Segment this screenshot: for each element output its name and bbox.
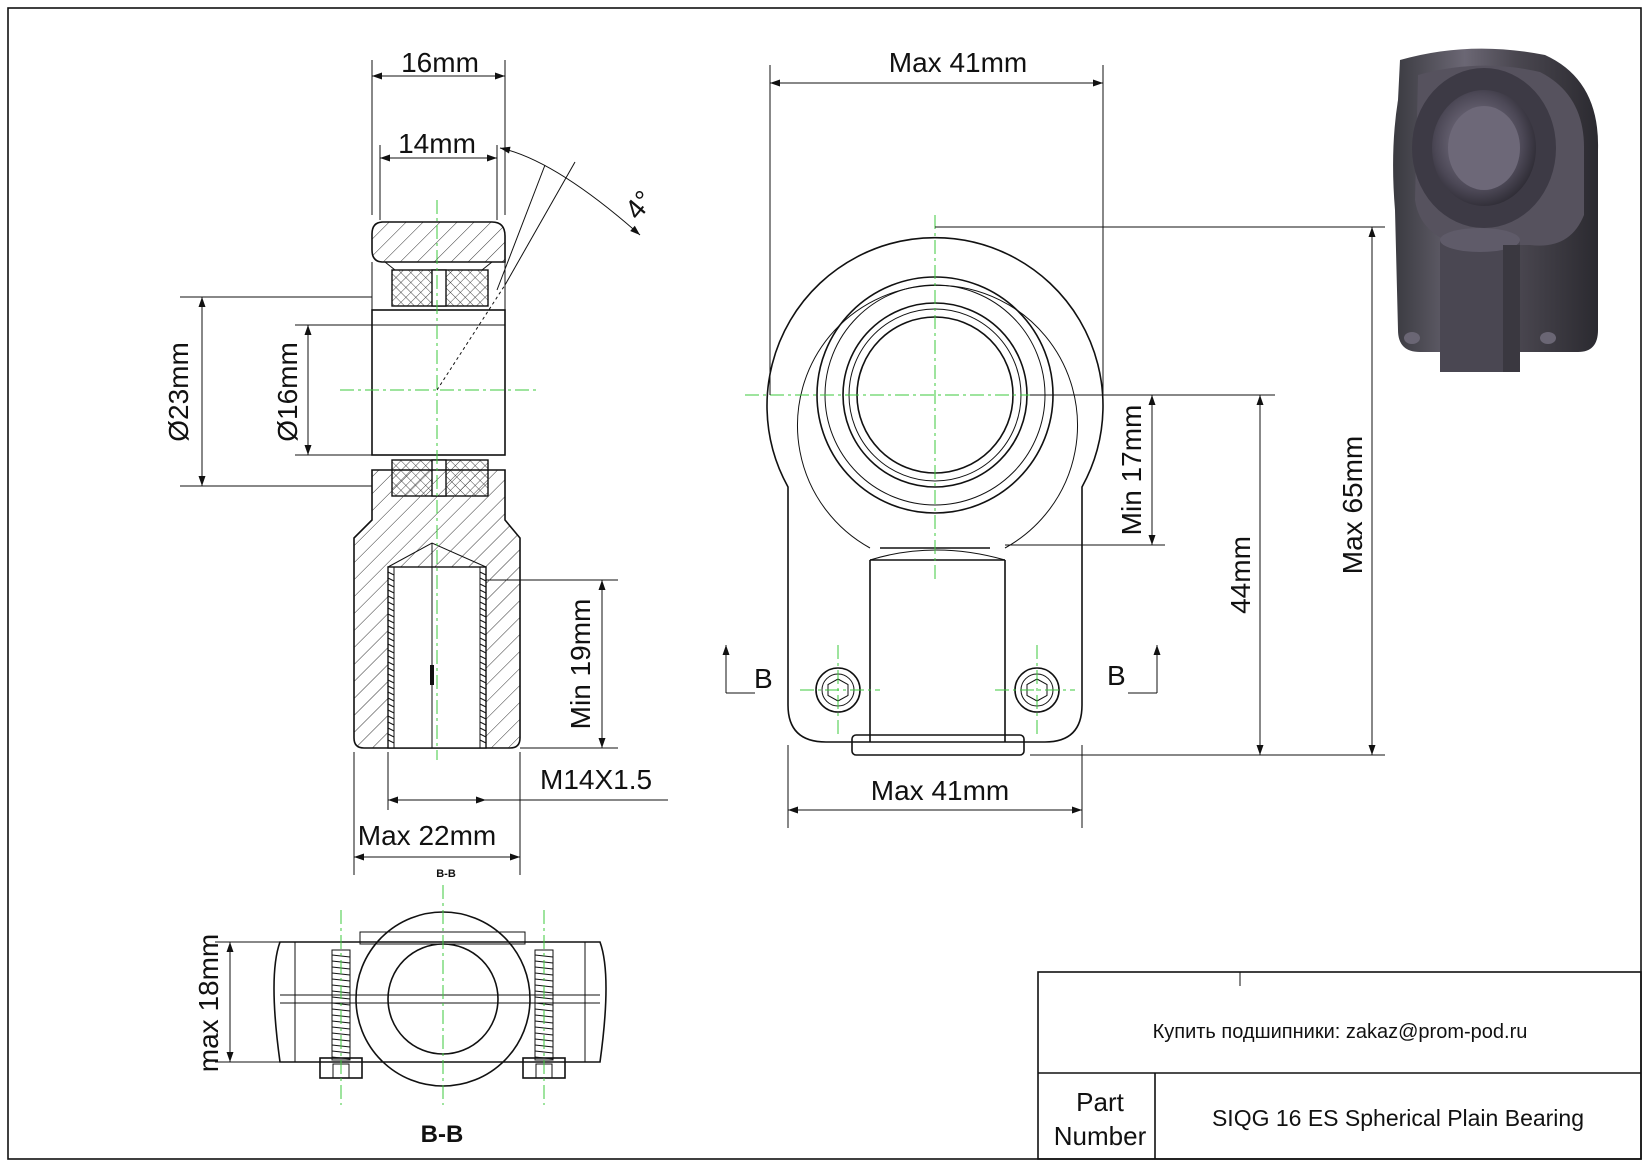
dim-min-19: Min 19mm — [565, 599, 596, 730]
title-block — [1037, 971, 1642, 1160]
dim-14mm: 14mm — [398, 128, 476, 159]
contact-text: Купить подшипники: zakaz@prom-pod.ru — [1153, 1021, 1528, 1043]
dim-thread: M14X1.5 — [540, 764, 652, 795]
dim-16mm: 16mm — [401, 47, 479, 78]
front-view — [722, 65, 1385, 828]
section-bb-view — [215, 885, 607, 1105]
rod-end-bearing-render — [1393, 48, 1599, 372]
dim-min-17: Min 17mm — [1116, 405, 1147, 536]
part-number-value: SIQG 16 ES Spherical Plain Bearing — [1212, 1105, 1584, 1131]
section-label-small: B-B — [436, 868, 456, 880]
side-section-view — [180, 60, 668, 875]
dim-max-22: Max 22mm — [358, 820, 496, 851]
section-marker-b-left: B — [754, 663, 773, 694]
dim-max-18: max 18mm — [193, 934, 224, 1072]
dimension-labels: 16mm 14mm 4° Ø23mm Ø16mm Min 19mm M14X1.… — [163, 47, 1368, 1148]
dim-dia-23: Ø23mm — [163, 342, 194, 442]
dim-max-41-bottom: Max 41mm — [871, 775, 1009, 806]
part-label-line1: Part — [1076, 1087, 1124, 1117]
dim-max-65: Max 65mm — [1337, 436, 1368, 574]
title-block-text: Купить подшипники: zakaz@prom-pod.ru Par… — [1054, 1021, 1584, 1151]
dim-max-41-top: Max 41mm — [889, 47, 1027, 78]
section-marker-b-right: B — [1107, 660, 1126, 691]
sheet-border — [7, 7, 1642, 1160]
section-bb-title: B-B — [421, 1121, 464, 1148]
part-label-line2: Number — [1054, 1121, 1147, 1151]
dim-angle-4: 4° — [619, 185, 660, 225]
dim-44mm: 44mm — [1225, 536, 1256, 614]
dim-dia-16: Ø16mm — [272, 342, 303, 442]
